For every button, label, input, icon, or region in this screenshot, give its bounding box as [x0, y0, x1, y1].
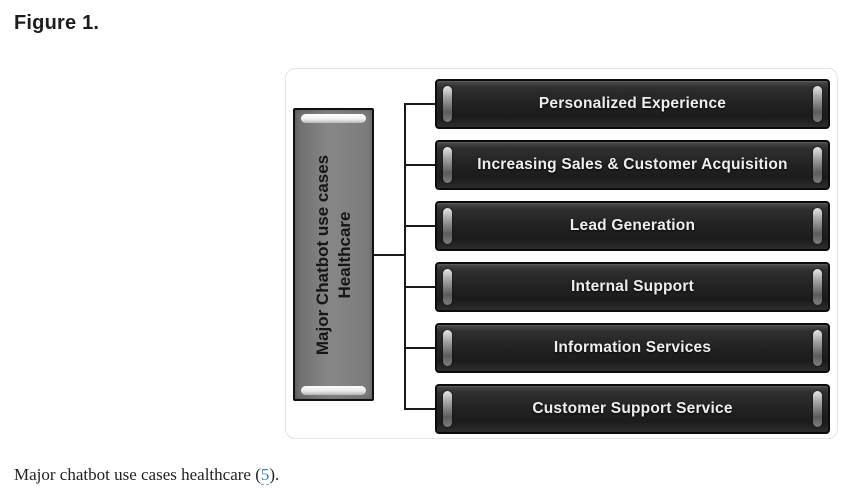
accent-bar-left [443, 330, 452, 366]
use-case-box-customer-support-service: Customer Support Service [435, 384, 830, 434]
connector-branch-2 [406, 164, 435, 166]
connector-branch-5 [406, 347, 435, 349]
root-accent-bottom [301, 386, 366, 395]
root-box-label-line1: Major Chatbot use cases [312, 154, 332, 355]
use-case-label: Lead Generation [569, 217, 696, 234]
connector-stem [374, 254, 405, 256]
connector-trunk [404, 103, 406, 410]
accent-bar-right [813, 330, 822, 366]
use-case-label: Customer Support Service [532, 400, 733, 417]
accent-bar-right [813, 269, 822, 305]
root-box-major-chatbot-use-cases: Major Chatbot use cases Healthcare [293, 108, 374, 401]
root-box-label: Major Chatbot use cases Healthcare [311, 115, 355, 395]
use-case-box-lead-generation: Lead Generation [435, 201, 830, 251]
use-case-box-information-services: Information Services [435, 323, 830, 373]
accent-bar-left [443, 86, 452, 122]
caption-text-suffix: ). [269, 465, 280, 484]
connector-branch-6 [406, 408, 435, 410]
caption-text-prefix: Major chatbot use cases healthcare ( [14, 465, 261, 484]
citation-link[interactable]: 5 [260, 465, 270, 485]
accent-bar-right [813, 208, 822, 244]
accent-bar-right [813, 86, 822, 122]
accent-bar-left [443, 208, 452, 244]
figure-caption: Major chatbot use cases healthcare (5). [14, 465, 279, 485]
accent-bar-left [443, 269, 452, 305]
use-case-box-internal-support: Internal Support [435, 262, 830, 312]
use-case-label: Increasing Sales & Customer Acquisition [477, 156, 788, 173]
use-case-label: Personalized Experience [538, 95, 727, 112]
root-accent-top [301, 114, 366, 123]
accent-bar-right [813, 391, 822, 427]
connector-branch-4 [406, 286, 435, 288]
use-case-box-increasing-sales-customer-acquisition: Increasing Sales & Customer Acquisition [435, 140, 830, 190]
connector-branch-1 [406, 103, 435, 105]
figure-label: Figure 1. [14, 12, 100, 34]
accent-bar-left [443, 147, 452, 183]
use-case-label: Information Services [553, 339, 712, 356]
accent-bar-left [443, 391, 452, 427]
use-case-box-personalized-experience: Personalized Experience [435, 79, 830, 129]
use-case-label: Internal Support [571, 278, 694, 295]
figure-image-panel: Major Chatbot use cases Healthcare Perso… [285, 68, 838, 439]
root-box-label-line2: Healthcare [334, 211, 354, 298]
accent-bar-right [813, 147, 822, 183]
connector-branch-3 [406, 225, 435, 227]
